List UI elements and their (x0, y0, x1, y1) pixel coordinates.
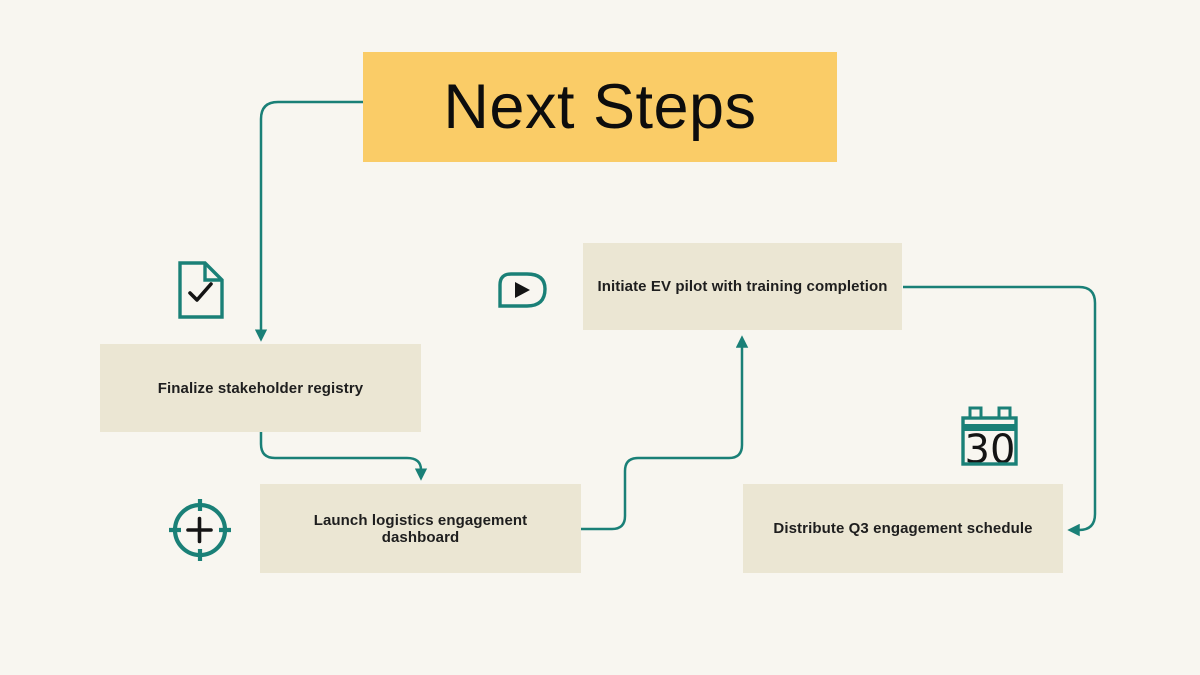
calendar-day-label: 30 (965, 427, 1016, 467)
node-launch-logistics-dashboard: Launch logistics engagement dashboard (260, 484, 581, 573)
connector-finalize-to-launch (259, 432, 428, 481)
node-label: Initiate EV pilot with training completi… (597, 278, 888, 295)
page-title: Next Steps (443, 72, 757, 142)
title-banner: Next Steps (363, 52, 837, 162)
node-distribute-q3-schedule: Distribute Q3 engagement schedule (743, 484, 1063, 573)
target-plus-icon (169, 499, 231, 561)
node-label: Launch logistics engagement dashboard (313, 511, 528, 546)
connector-launch-to-initiate (581, 335, 749, 531)
node-label: Finalize stakeholder registry (157, 379, 364, 397)
calendar-icon: 30 (960, 406, 1020, 467)
document-check-icon (178, 261, 224, 319)
connector-initiate-to-distribute (903, 285, 1097, 537)
connector-title-to-finalize (254, 100, 363, 342)
node-finalize-stakeholder-registry: Finalize stakeholder registry (100, 344, 421, 432)
node-label: Distribute Q3 engagement schedule (773, 520, 1033, 537)
node-initiate-ev-pilot: Initiate EV pilot with training completi… (583, 243, 902, 330)
play-icon (498, 272, 547, 308)
